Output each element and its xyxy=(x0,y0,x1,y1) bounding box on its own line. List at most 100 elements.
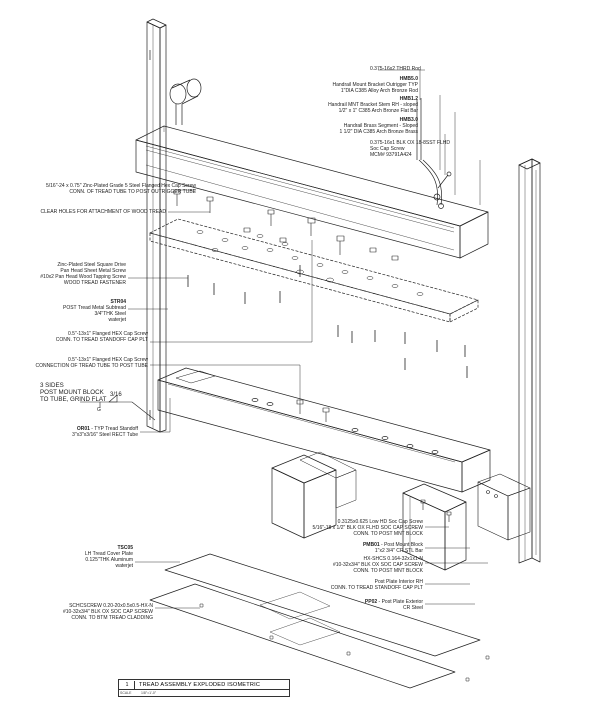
label-str04-line2: 3/4"THK Steel xyxy=(94,311,126,317)
handrail-segment xyxy=(169,78,202,125)
label-hmb30-line1: Handrail Brass Segment - Sloped xyxy=(343,123,418,129)
label-flanged-hex-1-line1: 0.5"-13x1" Flanged HEX Cap Screw xyxy=(68,331,148,337)
label-hex-cap-screw: 5/16"-24 x 0.75" Zinc-Plated Grade 5 Ste… xyxy=(0,183,196,195)
label-schcscrew: SCHCSCREW 0.20-20x0.5x0.5-HX-N #10-32x3/… xyxy=(0,603,153,621)
label-shcs: HX-SHCS 0.164-32x1x1-N #10-32x3/4" BLK O… xyxy=(300,556,423,574)
label-or01-line2: 3"x3"x3/16" Steel RECT Tube xyxy=(72,432,138,438)
label-str04-tag: STR04 xyxy=(110,299,126,305)
label-hex-cap-line1: 5/16"-24 x 0.75" Zinc-Plated Grade 5 Ste… xyxy=(45,183,196,189)
wood-tapping-screws xyxy=(187,265,468,378)
label-str04-line1: POST Tread Metal Subtread xyxy=(63,305,126,311)
label-flhd-screw: 0.375-16x1 BLK OX 18-8SST FLHD Soc Cap S… xyxy=(370,140,450,158)
title-block-scale-label: SCALE xyxy=(120,691,132,695)
title-block-scale-value: 1/8"=1'-0" xyxy=(141,691,157,695)
label-hmb30: HMB3.0 Handrail Brass Segment - Sloped 1… xyxy=(300,117,418,135)
label-or01: OR01 - TYP Tread Standoff 3"x3"x3/16" St… xyxy=(0,426,138,438)
left-post xyxy=(146,18,167,433)
label-hmb50-line2: 1"DIA C385 Alloy Arch Bronze Rod xyxy=(340,88,418,94)
wood-tread xyxy=(135,125,489,259)
leader-lines xyxy=(128,69,488,609)
label-tsc05-tag: TSC05 xyxy=(117,545,133,551)
label-thrd-rod: 0.375-16x2 THRD Rod xyxy=(370,66,421,72)
weld-note-line1: 3 SIDES xyxy=(40,382,64,389)
label-or01-tag: OR01 xyxy=(76,426,90,432)
label-tsc05: TSC05 LH Tread Cover Plate 0.125"THK Alu… xyxy=(0,545,133,569)
sub-tread-plate xyxy=(149,218,479,323)
label-schc-line2: #10-32x3/4" BLK OX SOC CAP SCREW xyxy=(62,609,153,615)
standoff-block xyxy=(271,451,357,539)
label-low-hd-line2: 5/16"-18 x 1/2" BLK OX FLHD SOC CAP SCRE… xyxy=(312,525,423,531)
label-flanged-hex-2-line1: 0.5"-13x1" Flanged HEX Cap Screw xyxy=(68,357,148,363)
weld-grind-symbol: G xyxy=(97,407,101,413)
handrail-bracket xyxy=(416,98,452,209)
label-hmb50-tag: HMB5.0 xyxy=(399,76,418,82)
post-mount-block xyxy=(477,473,531,541)
weld-note-line3: TO TUBE, GRIND FLAT xyxy=(40,396,107,403)
right-post xyxy=(518,158,541,564)
label-zinc-screw: Zinc-Plated Steel Square Drive Pan Head … xyxy=(0,262,126,286)
label-hex-cap-line2: CONN. OF TREAD TUBE TO POST OUTRIGGER TU… xyxy=(69,189,196,195)
label-pp02-line1: - Post Plate Exterior xyxy=(377,599,423,605)
label-flhd-line1: 0.375-16x1 BLK OX 18-8SST FLHD xyxy=(370,140,450,146)
weld-note-line2: POST MOUNT BLOCK xyxy=(40,389,104,396)
label-low-hd-line3: CONN. TO POST MNT BLOCK xyxy=(353,531,423,537)
label-flhd-line2: Soc Cap Screw xyxy=(370,146,405,152)
label-hmb30-tag: HMB3.0 xyxy=(399,117,418,123)
low-head-screws xyxy=(420,499,452,522)
label-hmb30-line2: 1 1/2" DIA C385 Arch Bronze Brass xyxy=(339,129,418,135)
label-shcs-line3: CONN. TO POST MNT BLOCK xyxy=(353,568,423,574)
label-low-hd-screw: 0.3125x0.625 Low HD Soc Cap Screw 5/16"-… xyxy=(300,519,423,537)
title-block: 1 TREAD ASSEMBLY EXPLODED ISOMETRIC SCAL… xyxy=(118,679,290,697)
label-tsc05-line3: waterjet xyxy=(115,563,133,569)
label-hmb12-tag: HMB1.2 xyxy=(399,96,418,102)
label-hmb12-line2: 1/2" x 1" C385 Arch Bronze Flat Bar xyxy=(338,108,418,114)
title-block-number: 1 xyxy=(120,681,135,689)
label-flanged-hex-1: 0.5"-13x1" Flanged HEX Cap Screw CONN. T… xyxy=(0,331,148,343)
tube-bolts xyxy=(296,399,330,422)
weld-size: 3/16 xyxy=(110,392,122,398)
label-zinc-line4: WOOD TREAD FASTENER xyxy=(63,280,126,286)
label-hmb50-line1: Handrail Mount Bracket Outrigger TYP xyxy=(332,82,418,88)
label-pp02-tag: PP02 xyxy=(364,599,378,605)
tread-cover-plates xyxy=(149,553,481,689)
label-post-plate-interior: Post Plate Interior RH CONN. TO TREAD ST… xyxy=(300,579,423,591)
sub-tread-holes xyxy=(196,230,424,296)
label-tsc05-line1: LH Tread Cover Plate xyxy=(84,551,133,557)
tread-standoff-tube xyxy=(157,367,491,493)
label-ppi-line1: Post Plate Interior RH xyxy=(374,579,423,585)
label-or01-line1: - TYP Tread Standoff xyxy=(89,426,138,432)
label-shcs-line2: #10-32x3/4" BLK OX SOC CAP SCREW xyxy=(332,562,423,568)
plate-screws xyxy=(199,603,490,682)
label-shcs-line1: HX-SHCS 0.164-32x1x1-N xyxy=(363,556,423,562)
label-ppi-line2: CONN. TO TREAD STANDOFF CAP PLT xyxy=(330,585,423,591)
label-pp02: PP02 - Post Plate Exterior CR Steel xyxy=(300,599,423,611)
label-pp02-line2: CR Steel xyxy=(402,605,423,611)
label-pmb01: PMB01 - Post Mount Block 1"x2 3/4" CR ST… xyxy=(300,542,423,554)
label-hmb12-line1: Handrail MNT Bracket Stem RH - sloped xyxy=(328,102,418,108)
label-schc-line1: SCHCSCREW 0.20-20x0.5x0.5-HX-N xyxy=(69,603,153,609)
label-flanged-hex-1-line2: CONN. TO TREAD STANDOFF CAP PLT xyxy=(55,337,148,343)
weld-symbol xyxy=(80,394,156,421)
label-zinc-line2: Pan Head Sheet Metal Screw xyxy=(60,268,126,274)
title-block-divider xyxy=(119,689,289,690)
label-pmb01-line2: 1"x2 3/4" CR STL Bar xyxy=(374,548,423,554)
label-zinc-line1: Zinc-Plated Steel Square Drive xyxy=(57,262,126,268)
label-schc-line3: CONN. TO BTM TREAD CLADDING xyxy=(71,615,153,621)
label-flhd-line3: MCM# 93791A424 xyxy=(370,152,412,158)
label-hmb12: HMB1.2 Handrail MNT Bracket Stem RH - sl… xyxy=(300,96,418,114)
label-zinc-line3: #10x2 Pan Head Wood Tapping Screw xyxy=(40,274,126,280)
label-low-hd-line1: 0.3125x0.625 Low HD Soc Cap Screw xyxy=(337,519,423,525)
label-hmb50: HMB5.0 Handrail Mount Bracket Outrigger … xyxy=(300,76,418,94)
label-str04-line3: waterjet xyxy=(108,317,126,323)
label-clear-holes: CLEAR HOLES FOR ATTACHMENT OF WOOD TREAD xyxy=(40,209,166,215)
label-tsc05-line2: 0.125"THK Aluminum xyxy=(85,557,133,563)
label-str04: STR04 POST Tread Metal Subtread 3/4"THK … xyxy=(0,299,126,323)
label-pmb01-tag: PMB01 xyxy=(362,542,380,548)
flanged-hex-bolts xyxy=(173,189,399,261)
label-flanged-hex-2: 0.5"-13x1" Flanged HEX Cap Screw CONNECT… xyxy=(0,357,148,369)
title-block-title: TREAD ASSEMBLY EXPLODED ISOMETRIC xyxy=(139,682,261,688)
label-flanged-hex-2-line2: CONNECTION OF TREAD TUBE TO POST TUBE xyxy=(35,363,148,369)
weld-note: 3 SIDES POST MOUNT BLOCK TO TUBE, GRIND … xyxy=(40,382,106,403)
u-channel xyxy=(402,483,467,571)
